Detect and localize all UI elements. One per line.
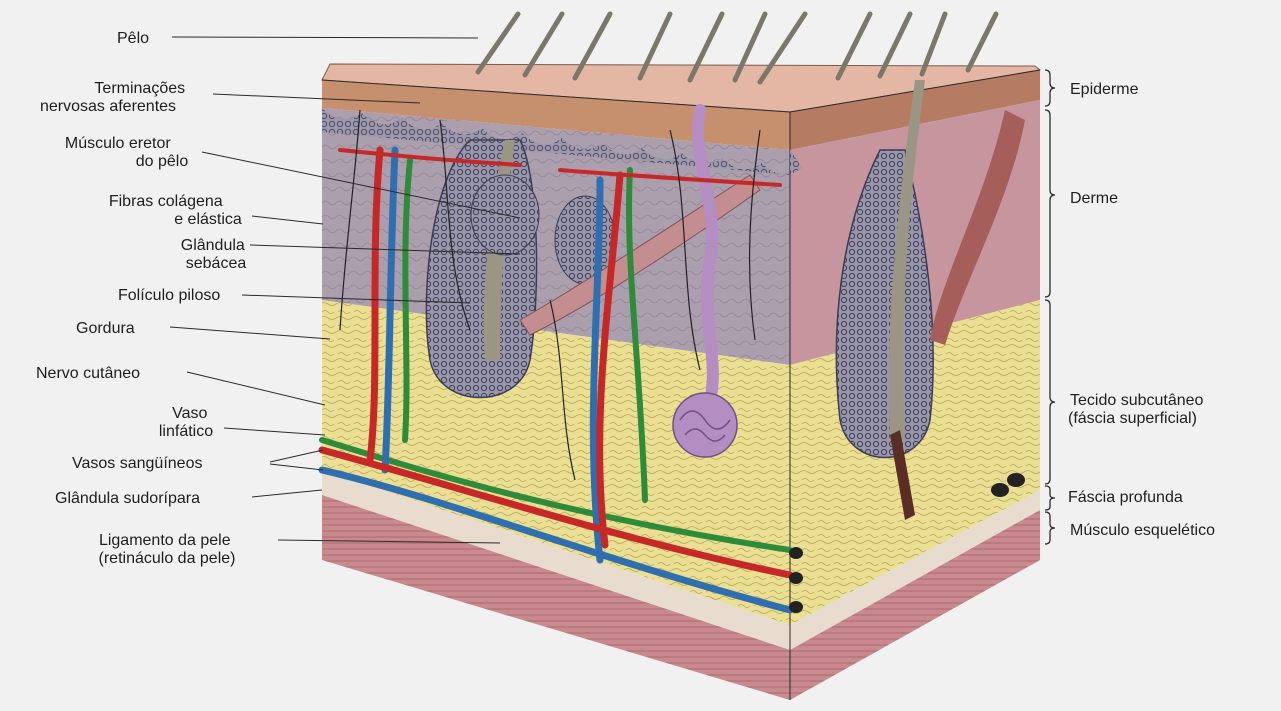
label-epiderme: Epiderme xyxy=(1070,81,1139,98)
vessel-end xyxy=(789,547,803,559)
brace-fascia xyxy=(1045,486,1055,510)
label-foliculo: Folículo piloso xyxy=(118,287,220,304)
label-musculo-esq: Músculo esquelético xyxy=(1070,522,1215,539)
skin-block xyxy=(322,14,1040,700)
brace-derme xyxy=(1045,110,1055,297)
label-nervo: Nervo cutâneo xyxy=(36,365,140,382)
label-fascia: Fáscia profunda xyxy=(1068,489,1183,506)
hair xyxy=(968,14,996,70)
label-sudoripara: Glândula sudorípara xyxy=(55,490,200,507)
brace-musculo xyxy=(1045,512,1055,544)
leader-sudoripara xyxy=(252,490,322,497)
brace-epiderme xyxy=(1045,70,1055,106)
leader-nervo xyxy=(187,372,325,405)
label-glandula-sebacea: Glândula sebácea xyxy=(181,237,250,272)
label-gordura: Gordura xyxy=(76,320,135,337)
brace-tecido xyxy=(1045,300,1055,484)
leader-gordura xyxy=(170,327,330,339)
label-vasos: Vasos sangüíneos xyxy=(72,455,202,472)
label-derme: Derme xyxy=(1070,190,1118,207)
hair xyxy=(478,14,518,72)
right-labels: Epiderme Derme Tecido subcutâneo (fáscia… xyxy=(1068,81,1215,539)
label-terminacoes: Terminações nervosas aferentes xyxy=(40,80,190,115)
sweat-gland-coil xyxy=(673,393,737,457)
leader-vasos-2 xyxy=(270,464,323,470)
label-vaso-linfatico: Vaso linfático xyxy=(159,405,213,440)
leader-fibras xyxy=(252,216,323,224)
leader-pelo xyxy=(172,37,478,38)
label-tecido: Tecido subcutâneo (fáscia superficial) xyxy=(1068,392,1208,427)
vessel-end xyxy=(1007,473,1025,487)
right-braces xyxy=(1045,70,1055,544)
vessel-end xyxy=(789,572,803,584)
label-pelo: Pêlo xyxy=(117,30,149,47)
hair xyxy=(922,14,945,74)
label-fibras: Fibras colágena e elástica xyxy=(109,193,242,228)
leader-vaso-linfatico xyxy=(224,428,325,435)
left-labels: Pêlo Terminações nervosas aferentes Músc… xyxy=(36,30,249,567)
vessel-end xyxy=(789,601,803,613)
vessel-end xyxy=(991,483,1009,497)
label-ligamento: Ligamento da pele (retináculo da pele) xyxy=(99,532,236,567)
label-musculo-eretor: Músculo eretor do pêlo xyxy=(65,135,188,170)
leader-vasos-1 xyxy=(270,450,323,462)
